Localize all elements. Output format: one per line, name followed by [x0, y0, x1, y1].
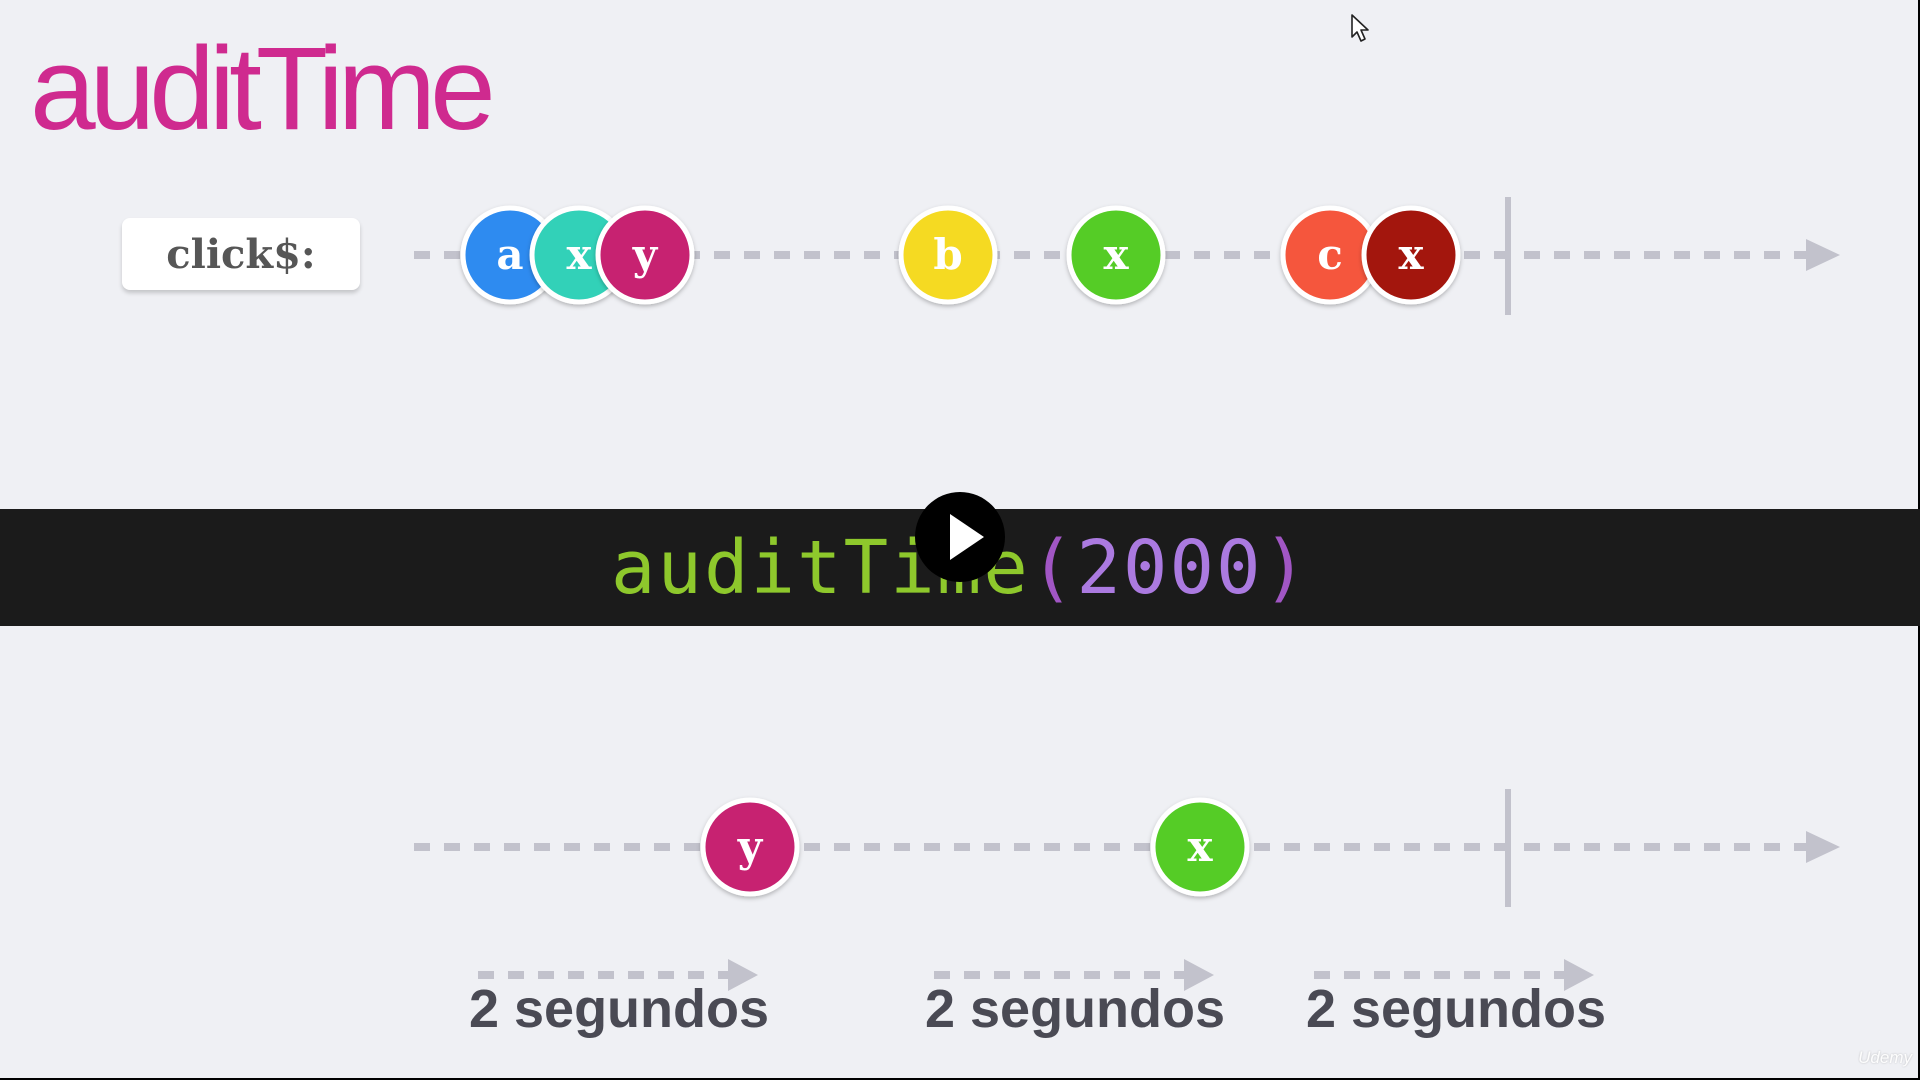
marble-label: x [1103, 230, 1129, 279]
marble [1150, 797, 1250, 897]
play-button[interactable] [915, 492, 1005, 582]
operator-open-paren: ( [1029, 524, 1077, 611]
slide-title: auditTime [30, 23, 496, 155]
marble [700, 797, 800, 897]
time-span-arrow-arrowhead [728, 959, 758, 991]
marble-label: a [496, 230, 523, 279]
marble-label: y [632, 230, 659, 279]
time-span-label: 2 segundos [924, 979, 1226, 1039]
marble-label: x [1398, 230, 1424, 279]
marble-label: y [737, 822, 764, 871]
play-icon [950, 514, 984, 560]
marble [1361, 205, 1461, 305]
marble [898, 205, 998, 305]
time-span-arrow-arrowhead [1564, 959, 1594, 991]
marble-label: x [566, 230, 592, 279]
source-stream-label: click$: [122, 218, 360, 290]
marble-label: x [1187, 822, 1213, 871]
time-span-label: 2 segundos [468, 979, 770, 1039]
time-span-arrow-arrowhead [1184, 959, 1214, 991]
mouse-pointer-icon [1351, 14, 1369, 42]
operator-close-paren: ) [1262, 524, 1310, 611]
udemy-watermark: Udemy [1858, 1048, 1912, 1067]
operator-argument: 2000 [1076, 524, 1263, 611]
marble-label: c [1317, 230, 1343, 279]
marble [1066, 205, 1166, 305]
marble-label: b [933, 230, 962, 279]
time-span-label: 2 segundos [1305, 979, 1607, 1039]
input-timeline-arrowhead [1806, 239, 1840, 271]
output-timeline-arrowhead [1806, 831, 1840, 863]
marble [595, 205, 695, 305]
